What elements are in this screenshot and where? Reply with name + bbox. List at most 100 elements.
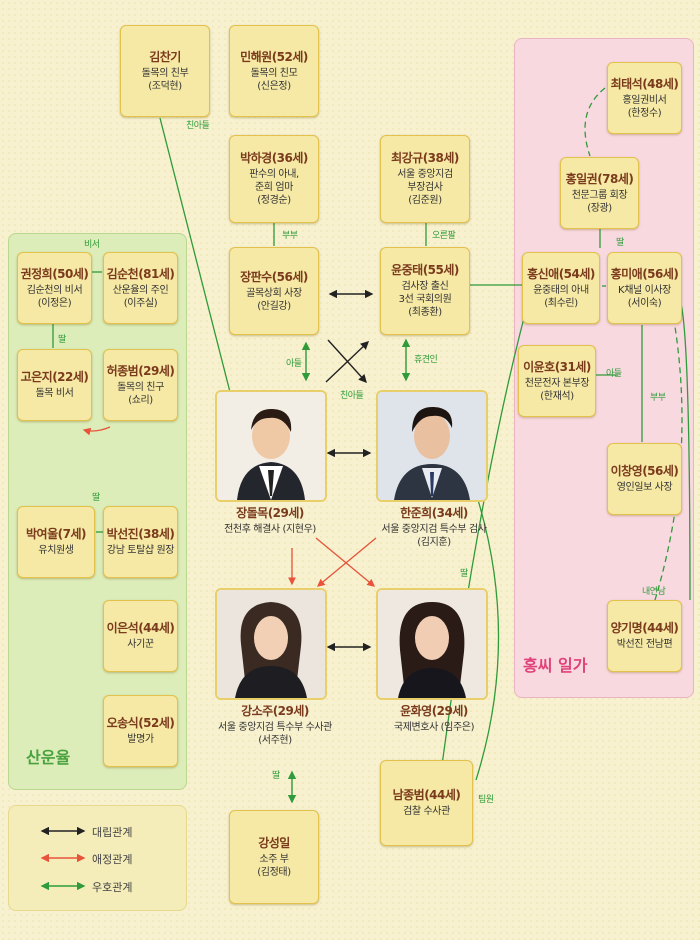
main-desc: 서울 중앙지검 특수부 수사관 <box>218 722 332 733</box>
card-desc: 유치원생 <box>38 545 74 556</box>
card-actor: (한정수) <box>627 107 662 119</box>
rel-label: 딸 <box>460 569 468 579</box>
card-choi-ganggyu: 최강규(38세) 서울 중앙지검 부장검사 (김준원) <box>380 135 470 223</box>
card-desc: 검찰 수사관 <box>403 806 450 817</box>
card-name: 강성일 <box>258 835 290 850</box>
card-hong-miae: 홍미애(56세) K채널 이사장 (서이숙) <box>607 252 682 324</box>
legend-antagonism: 대립관계 <box>92 826 133 839</box>
rel-label: 부부 <box>650 393 666 403</box>
card-actor: (김정태) <box>257 866 291 878</box>
card-heo-jongbeom: 허종범(29세) 돌목의 친구 (쇼리) <box>103 349 178 421</box>
card-desc: 천문그룹 회장 <box>571 189 628 201</box>
card-desc: 판수의 아내, <box>249 169 299 180</box>
card-lee-yunho: 이윤호(31세) 천문전자 본부장 (한재석) <box>518 345 596 417</box>
card-desc: 서울 중앙지검 <box>397 169 453 180</box>
card-name: 홍신애(54세) <box>527 266 595 281</box>
card-desc: 돌목의 친모 <box>250 67 298 79</box>
card-desc: 발명가 <box>127 734 154 745</box>
card-actor: (한재석) <box>540 390 574 402</box>
card-name: 장판수(56세) <box>240 269 308 284</box>
card-desc: 소주 부 <box>259 853 289 865</box>
card-name: 고은지(22세) <box>20 370 89 384</box>
caption-han-junhee: 한준희(34세) 서울 중앙지검 특수부 검사 (김지훈) <box>360 506 508 549</box>
card-desc: 산운율의 주인 <box>112 284 169 296</box>
rel-label: 아들 <box>286 359 302 369</box>
card-desc: 영인일보 사장 <box>616 482 673 493</box>
card-park-seonjin: 박선진(38세) 강남 토탈샵 원장 <box>103 506 178 578</box>
card-kwon-jeonghui: 권정희(50세) 김순천의 비서 (이정은) <box>17 252 92 324</box>
card-name: 홍미애(56세) <box>610 266 679 281</box>
card-name: 홍일권(78세) <box>565 171 634 186</box>
main-name: 한준희(34세) <box>400 506 468 520</box>
portrait-kang-soju <box>215 588 327 700</box>
card-name: 남종범(44세) <box>392 788 461 802</box>
card-hong-ilgwon: 홍일권(78세) 천문그룹 회장 (장광) <box>560 157 639 229</box>
hong-family-title: 홍씨 일가 <box>523 656 588 675</box>
card-choi-taeseok: 최태석(48세) 홍일권비서 (한정수) <box>607 62 682 134</box>
card-kim-chanki: 김찬기 돌목의 친부 (조덕현) <box>120 25 210 117</box>
caption-jang-dolmok: 장돌목(29세) 전천후 해결사 (지현우) <box>200 506 340 536</box>
main-desc: 국제변호사 (임주은) <box>393 722 475 733</box>
card-desc: 천문전자 본부장 <box>524 377 590 389</box>
card-name: 오송식(52세) <box>106 716 175 730</box>
main-name: 장돌목(29세) <box>236 506 304 520</box>
legend-box <box>8 805 187 911</box>
card-desc: 돌목의 친구 <box>117 381 164 393</box>
card-actor: (서이숙) <box>627 297 662 309</box>
card-desc: 사기꾼 <box>127 639 154 650</box>
card-actor: (이정은) <box>37 297 72 309</box>
portrait-jang-dolmok <box>215 390 327 502</box>
card-desc: 준희 엄마 <box>255 182 293 193</box>
card-name: 김찬기 <box>149 49 181 64</box>
caption-yun-hwayeong: 윤화영(29세) 국제변호사 (임주은) <box>360 704 508 734</box>
card-kang-seongil: 강성일 소주 부 (김정태) <box>229 810 319 904</box>
card-name: 박선진(38세) <box>106 527 175 541</box>
rel-label: 친아들 <box>340 391 364 401</box>
card-actor: (신은정) <box>257 80 291 92</box>
card-name: 김순천(81세) <box>106 266 175 281</box>
card-name: 박여울(7세) <box>26 527 86 541</box>
caption-kang-soju: 강소주(29세) 서울 중앙지검 특수부 수사관 (서주현) <box>195 704 355 747</box>
card-desc: 김순천의 비서 <box>26 284 83 296</box>
rel-label: 오른팔 <box>432 231 456 241</box>
card-desc: 돌목의 친부 <box>141 67 189 79</box>
card-name: 윤중태(55세) <box>391 263 459 277</box>
rel-label: 내연남 <box>642 587 666 597</box>
rel-label: 친아들 <box>186 121 210 131</box>
card-actor: (안길강) <box>257 300 291 312</box>
card-name: 이은석(44세) <box>106 621 175 635</box>
card-name: 최강규(38세) <box>391 151 459 165</box>
rel-label: 딸 <box>58 335 66 345</box>
legend-friendly: 우호관계 <box>92 881 133 894</box>
card-desc: 강남 토탈샵 원장 <box>106 545 175 556</box>
card-nam-jongbeom: 남종범(44세) 검찰 수사관 <box>380 760 473 846</box>
card-desc: 윤중태의 아내 <box>533 284 589 296</box>
card-actor: (장광) <box>587 202 612 214</box>
card-actor: (조덕현) <box>148 80 182 92</box>
legend-love: 애정관계 <box>92 853 133 866</box>
card-desc: 돌목 비서 <box>35 388 74 399</box>
card-actor: (이주실) <box>123 297 158 309</box>
card-lee-changyeong: 이창영(56세) 영인일보 사장 <box>607 443 682 515</box>
card-kim-suncheon: 김순천(81세) 산운율의 주인 (이주실) <box>103 252 178 324</box>
main-name: 윤화영(29세) <box>400 704 468 718</box>
card-name: 양기명(44세) <box>610 621 679 635</box>
rel-label: 팀원 <box>478 795 494 805</box>
main-desc: 전천후 해결사 (지현우) <box>224 524 316 535</box>
portrait-han-junhee <box>376 390 488 502</box>
card-name: 허종범(29세) <box>106 363 175 378</box>
card-actor: (김준원) <box>408 195 442 206</box>
rel-label: 아들 <box>606 369 622 379</box>
rel-label: 휴견인 <box>414 355 438 365</box>
card-park-yeoul: 박여울(7세) 유치원생 <box>17 506 95 578</box>
portrait-yun-hwayeong <box>376 588 488 700</box>
card-desc: 골목상회 사장 <box>246 287 302 299</box>
card-name: 이윤호(31세) <box>523 359 591 374</box>
rel-label: 부부 <box>282 231 298 241</box>
card-name: 민해원(52세) <box>240 49 308 64</box>
card-oh-songsik: 오송식(52세) 발명가 <box>103 695 178 767</box>
card-park-hagyeong: 박하경(36세) 판수의 아내, 준희 엄마 (정경순) <box>229 135 319 223</box>
card-min-haewon: 민해원(52세) 돌목의 친모 (신은정) <box>229 25 319 117</box>
card-lee-eunseok: 이은석(44세) 사기꾼 <box>103 600 178 672</box>
